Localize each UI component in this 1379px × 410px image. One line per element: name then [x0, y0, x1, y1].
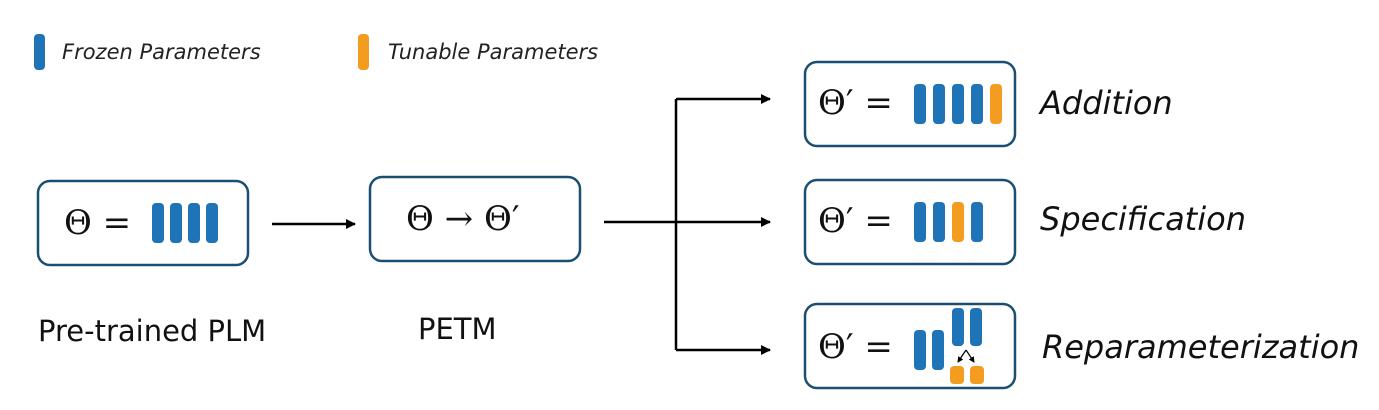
branch-arrows [604, 94, 771, 355]
specification-frozen-bar [914, 202, 926, 242]
plm-formula: Θ = [64, 203, 131, 243]
specification-frozen-bar [933, 202, 945, 242]
plm-box [36, 179, 250, 267]
legend: Frozen Parameters Tunable Parameters [34, 34, 598, 70]
addition-tunable-bar [990, 84, 1002, 124]
addition-box [803, 60, 1017, 148]
frozen-legend-label: Frozen Parameters [62, 40, 261, 64]
petm-formula: Θ → Θ′ [406, 199, 520, 239]
addition-frozen-bar [914, 84, 926, 124]
specification-formula: Θ′ = [818, 201, 893, 241]
reparameterization-tunable-bar [950, 366, 964, 384]
specification-node: Θ′ = Specification [803, 178, 1246, 266]
reparameterization-frozen-bar [952, 308, 964, 346]
addition-frozen-bar [933, 84, 945, 124]
plm-frozen-bar [170, 203, 182, 243]
reparameterization-node: Θ′ = Reparameterization [803, 302, 1359, 390]
tunable-legend-label: Tunable Parameters [388, 40, 598, 64]
addition-label: Addition [1038, 84, 1173, 122]
petm-node: Θ → Θ′ PETM [368, 175, 582, 346]
plm-frozen-bar [188, 203, 200, 243]
tunable-legend-swatch [358, 34, 369, 70]
reparameterization-frozen-bar [932, 330, 944, 370]
specification-label: Specification [1040, 200, 1246, 238]
reparameterization-frozen-bar [970, 308, 982, 346]
plm-frozen-bar [206, 203, 218, 243]
specification-frozen-bar [971, 202, 983, 242]
reparameterization-label: Reparameterization [1042, 328, 1359, 366]
reparameterization-formula: Θ′ = [818, 327, 893, 367]
reparameterization-frozen-bar [914, 330, 926, 370]
plm-caption: Pre-trained PLM [38, 314, 266, 348]
addition-frozen-bar [971, 84, 983, 124]
reparameterization-split-arrow [965, 349, 975, 363]
petm-box [368, 175, 582, 263]
reparameterization-split-arrow [957, 349, 967, 363]
plm-node: Θ = Pre-trained PLM [36, 179, 266, 348]
specification-box [803, 178, 1017, 266]
frozen-legend-swatch [34, 34, 45, 70]
addition-formula: Θ′ = [818, 83, 893, 123]
plm-frozen-bar [152, 203, 164, 243]
addition-node: Θ′ = Addition [803, 60, 1173, 148]
addition-frozen-bar [952, 84, 964, 124]
reparameterization-tunable-bar [970, 366, 984, 384]
specification-tunable-bar [952, 202, 964, 242]
petm-caption: PETM [418, 312, 497, 346]
